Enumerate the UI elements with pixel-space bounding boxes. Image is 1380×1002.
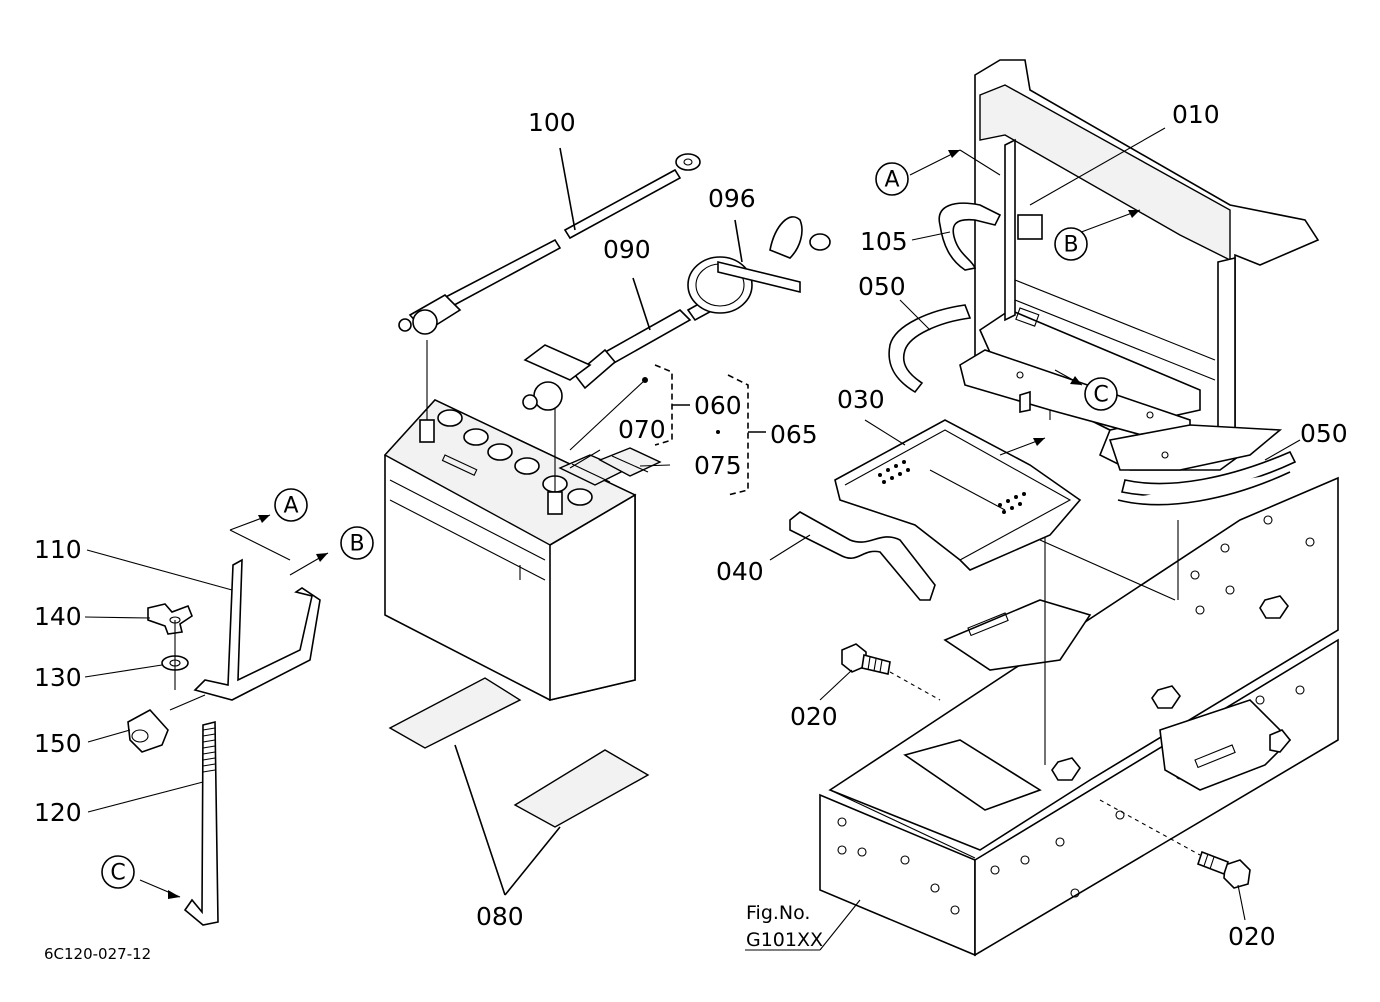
part-labels: 100 096 090 010 105 050 030 060 070 065 … — [34, 100, 1348, 951]
part-label-130: 130 — [34, 663, 82, 692]
part-label-020-left: 020 — [790, 702, 838, 731]
part-label-090: 090 — [603, 235, 651, 264]
battery — [383, 340, 662, 702]
ref-marker-a-left: A — [274, 488, 308, 522]
rubber-strip-040 — [789, 511, 936, 601]
drawing-code: 6C120-027-12 — [44, 945, 151, 963]
battery-hold-rod — [127, 514, 329, 926]
battery-tray-030 — [834, 419, 1082, 571]
frame-chassis — [819, 370, 1339, 957]
ref-marker-a-top: A — [875, 162, 909, 196]
part-label-105: 105 — [860, 227, 908, 256]
part-label-065: 065 — [770, 420, 818, 449]
figure-number-caption: Fig.No. — [746, 902, 810, 924]
part-label-110: 110 — [34, 535, 82, 564]
part-label-150: 150 — [34, 729, 82, 758]
part-label-100: 100 — [528, 108, 576, 137]
group-brackets — [654, 364, 766, 496]
ref-marker-c-top: C — [1084, 377, 1118, 411]
part-label-120: 120 — [34, 798, 82, 827]
ref-letter: B — [1063, 233, 1078, 258]
battery-pads-080 — [388, 677, 650, 896]
ref-letter: A — [283, 494, 298, 519]
cable-100 — [398, 147, 701, 335]
ref-marker-c-left: C — [101, 855, 135, 889]
part-label-050-right: 050 — [1300, 419, 1348, 448]
part-label-140: 140 — [34, 602, 82, 631]
part-label-096: 096 — [708, 184, 756, 213]
ref-marker-b-left: B — [340, 526, 374, 560]
reference-markers: A B C A B C — [101, 162, 1118, 889]
part-label-070: 070 — [618, 415, 666, 444]
cable-tie-096 — [687, 216, 831, 314]
battery-bracket — [909, 59, 1320, 471]
ref-letter: C — [110, 861, 125, 886]
part-label-075: 075 — [694, 451, 742, 480]
part-label-080: 080 — [476, 902, 524, 931]
ref-marker-b-top: B — [1054, 227, 1088, 261]
ref-letter: A — [884, 168, 899, 193]
leader-lines — [84, 127, 1301, 951]
figure-number-value: G101XX — [746, 929, 823, 951]
ref-letter: C — [1093, 383, 1108, 408]
part-label-030: 030 — [837, 385, 885, 414]
figure-number: Fig.No. G101XX — [746, 902, 823, 951]
part-label-040: 040 — [716, 557, 764, 586]
part-label-020-right: 020 — [1228, 922, 1276, 951]
part-label-050-top: 050 — [858, 272, 906, 301]
part-label-010: 010 — [1172, 100, 1220, 129]
part-label-060: 060 — [694, 391, 742, 420]
ref-letter: B — [349, 532, 364, 557]
rubber-strip-050 — [888, 304, 1297, 506]
